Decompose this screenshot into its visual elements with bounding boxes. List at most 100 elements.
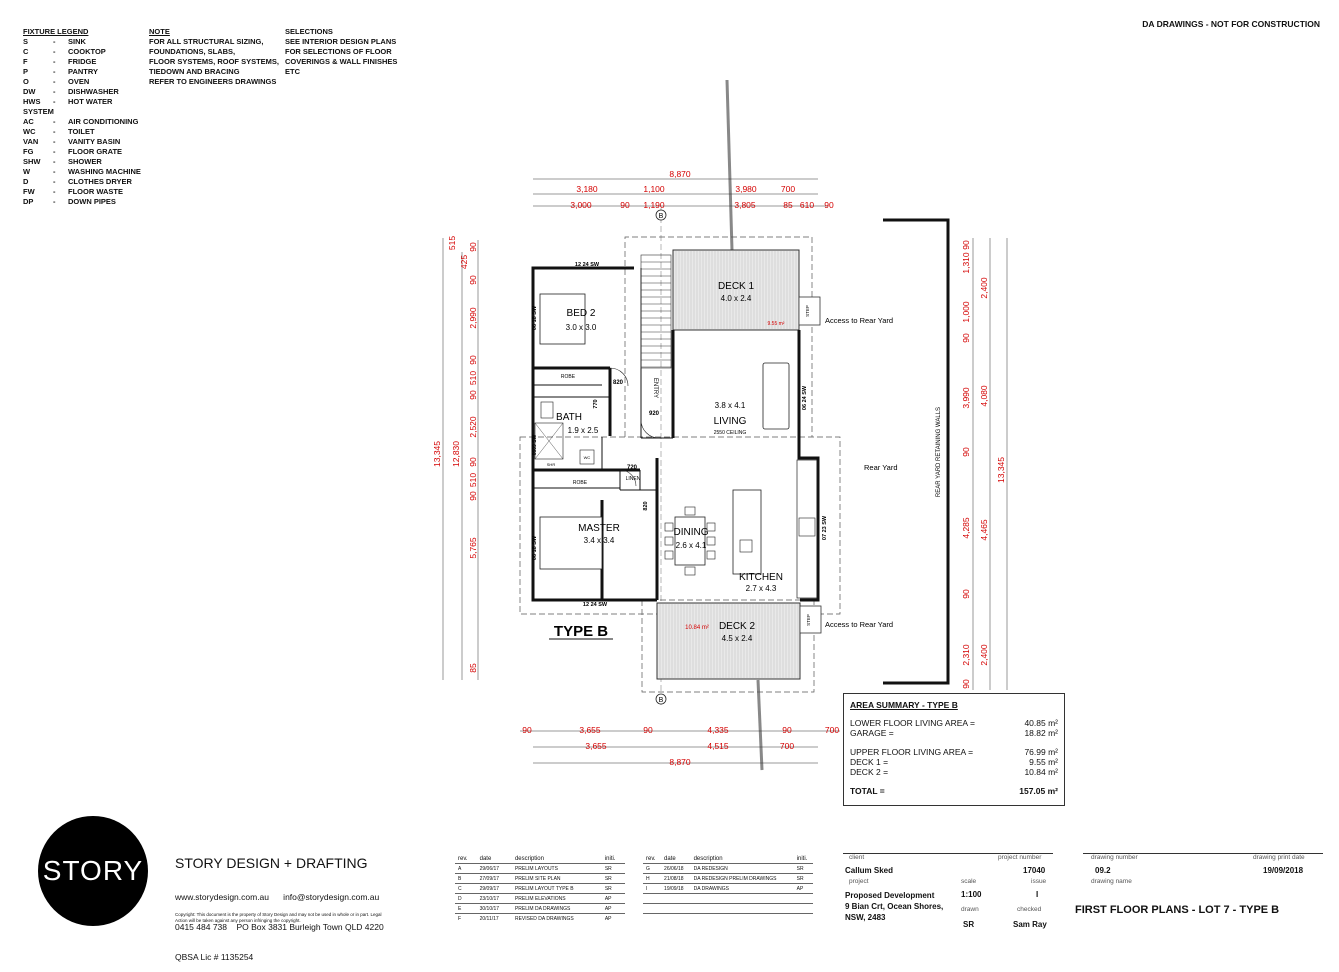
- dim-text: 700: [780, 741, 794, 751]
- stairs: [640, 254, 672, 369]
- area-row: GARAGE =18.82 m²: [850, 728, 1058, 738]
- legend-item: O-OVEN: [23, 77, 141, 87]
- revision-cell: 21/08/18: [661, 873, 691, 884]
- drawing-number-value: 09.2: [1095, 866, 1111, 875]
- rear-yard-label: Rear Yard: [864, 463, 898, 472]
- dim-text: 3,980: [735, 184, 757, 194]
- revision-header: initi.: [796, 855, 808, 862]
- company-web-email: www.storydesign.com.au info@storydesign.…: [175, 892, 380, 902]
- dim-text: 90: [643, 725, 653, 735]
- legend-desc: HOT WATER: [68, 97, 113, 106]
- revision-cell: [793, 903, 813, 914]
- master-size: 3.4 x 3.4: [584, 536, 615, 545]
- legend-item: DP-DOWN PIPES: [23, 197, 141, 207]
- dim-text: 4,335: [707, 725, 729, 735]
- area-value: 9.55 m²: [1029, 757, 1058, 767]
- revision-cell: [690, 893, 794, 904]
- area-label: UPPER FLOOR LIVING AREA =: [850, 747, 974, 757]
- revision-header: description: [514, 855, 544, 862]
- revision-header: rev.: [458, 855, 468, 862]
- dim-text: 90: [961, 333, 971, 343]
- dim-bottom-total: 8,870: [669, 757, 691, 767]
- area-row: DECK 2 =10.84 m²: [850, 767, 1058, 777]
- issue-value: I: [1036, 890, 1039, 899]
- company-name: STORY DESIGN + DRAFTING: [175, 855, 368, 871]
- window-label: 12 24 SW: [583, 602, 608, 608]
- dim-top-total: 8,870: [669, 169, 691, 179]
- revision-cell: B: [455, 873, 477, 884]
- grid-bubble-top: [655, 209, 667, 221]
- toilet-icon: [579, 449, 595, 465]
- legend-dash: -: [53, 157, 56, 166]
- dim-text: 90: [782, 725, 792, 735]
- robe-label: ROBE: [573, 480, 588, 486]
- window-label: 06 18 SW: [532, 305, 538, 330]
- story-logo: STORY: [38, 816, 148, 926]
- legend-code: SHW: [23, 157, 41, 166]
- revision-header: date: [664, 855, 676, 862]
- legend-item: VAN-VANITY BASIN: [23, 137, 141, 147]
- revision-cell: AP: [793, 883, 813, 894]
- dim-text: 13,345: [996, 457, 1006, 483]
- project-address-line2: NSW, 2483: [845, 913, 886, 922]
- legend-code: P: [23, 67, 29, 76]
- revision-cell: AP: [601, 913, 625, 923]
- legend-code: FG: [23, 147, 34, 156]
- legend-code: FW: [23, 187, 35, 196]
- dim-text: 1,100: [643, 184, 665, 194]
- revision-cell: PRELIM DA DRAWINGS: [511, 903, 602, 914]
- revision-cell: [690, 903, 794, 914]
- legend-dash: -: [53, 177, 56, 186]
- legend-item: D-CLOTHES DRYER: [23, 177, 141, 187]
- legend-code: DP: [23, 197, 34, 206]
- dim-text: 3,180: [576, 184, 598, 194]
- revision-cell: H: [643, 873, 662, 884]
- revision-cell: 26/06/18: [661, 863, 691, 874]
- dim-text: 90: [468, 275, 478, 285]
- checked-value: Sam Ray: [1013, 920, 1047, 929]
- boundary-line-bottom: [756, 679, 764, 771]
- print-date-value: 19/09/2018: [1263, 866, 1304, 875]
- revision-cell: [643, 913, 662, 923]
- revision-cell: SR: [601, 873, 625, 884]
- dim-text: 2,520: [468, 416, 478, 438]
- note-block: NOTE FOR ALL STRUCTURAL SIZING, FOUNDATI…: [149, 27, 279, 87]
- dim-text: 610: [800, 200, 814, 210]
- dim-text: 4,080: [979, 385, 989, 407]
- dim-text: 90: [468, 355, 478, 365]
- dim-text: 1,000: [961, 301, 971, 323]
- dim-text: 4,465: [979, 519, 989, 541]
- revision-cell: SR: [793, 863, 813, 874]
- revision-cell: AP: [601, 893, 625, 904]
- legend-item: S-SINK: [23, 37, 141, 47]
- bed2-bed: [539, 293, 586, 345]
- revision-row: [643, 913, 813, 923]
- area-total-value: 157.05 m²: [1019, 786, 1058, 796]
- legend-desc: VANITY BASIN: [68, 137, 121, 146]
- retaining-wall: [883, 218, 950, 685]
- dim-text: 2,310: [961, 644, 971, 666]
- dim-text: 3,000: [570, 200, 592, 210]
- legend-desc: TOILET: [68, 127, 95, 136]
- revision-cell: 20/11/17: [476, 913, 512, 923]
- legend-code: O: [23, 77, 29, 86]
- legend-dash: -: [53, 37, 56, 46]
- legend-dash: -: [53, 67, 56, 76]
- legend-dash: -: [53, 47, 56, 56]
- legend-code: D: [23, 177, 29, 186]
- dim-text: 2,400: [979, 277, 989, 299]
- legend-dash: -: [53, 167, 56, 176]
- retaining-label: REAR YARD RETAINING WALLS: [936, 407, 942, 497]
- wc-label: WC: [584, 455, 591, 460]
- revision-cell: D: [455, 893, 477, 904]
- area-value: 40.85 m²: [1024, 718, 1058, 728]
- revision-cell: [661, 913, 691, 923]
- legend-code: DW: [23, 87, 36, 96]
- dim-text: 3,655: [579, 725, 601, 735]
- project-label: project: [849, 878, 869, 885]
- drawn-label: drawn: [961, 906, 979, 913]
